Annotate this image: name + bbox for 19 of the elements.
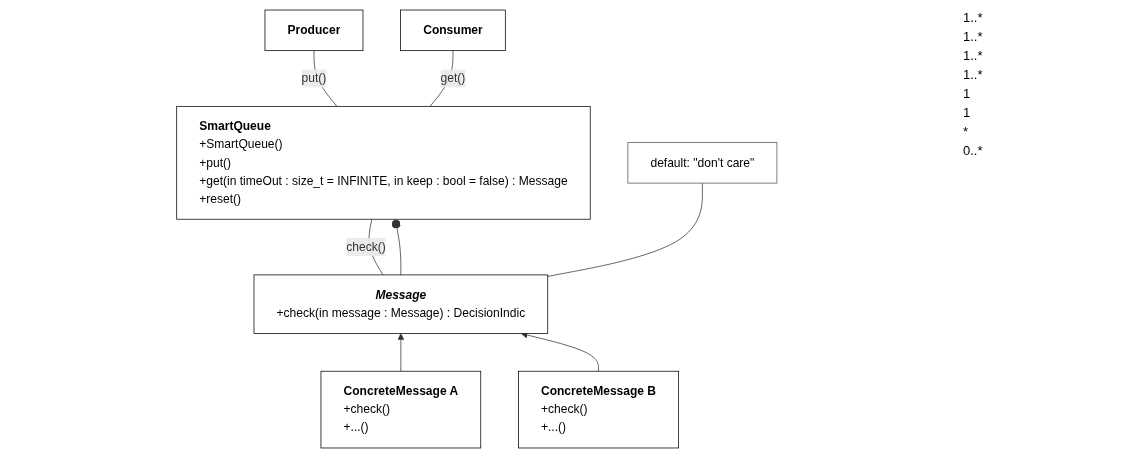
node-box: ConcreteMessage A +check() +...() [320, 370, 481, 448]
edge-label: check() [346, 239, 386, 253]
node-box: SmartQueue +SmartQueue() +put() +get(in timeOut : size_t = INFINITE, in keep : bool = false) : Message +reset() [176, 105, 591, 220]
multiplicity-label: 1..* [963, 48, 984, 63]
multiplicity-label: 1..* [963, 29, 984, 44]
node-box: Message +check(in message : Message) : DecisionIndic [253, 274, 548, 334]
multiplicity-label: 0..* [963, 143, 984, 158]
edge-label: put() [301, 71, 327, 85]
connector [547, 182, 703, 277]
edge-label: get() [440, 71, 466, 85]
multiplicity-label: 1 [963, 86, 972, 101]
multiplicity-label: 1 [963, 105, 972, 120]
multiplicity-label: 1..* [963, 10, 984, 25]
node-box: Consumer [399, 9, 506, 51]
node-box: default: "don't care" [627, 141, 777, 183]
multiplicity-label: 1..* [963, 67, 984, 82]
node-box: Producer [264, 9, 364, 51]
multiplicity-label: * [963, 124, 970, 139]
node-box: ConcreteMessage B +check() +...() [517, 370, 679, 448]
